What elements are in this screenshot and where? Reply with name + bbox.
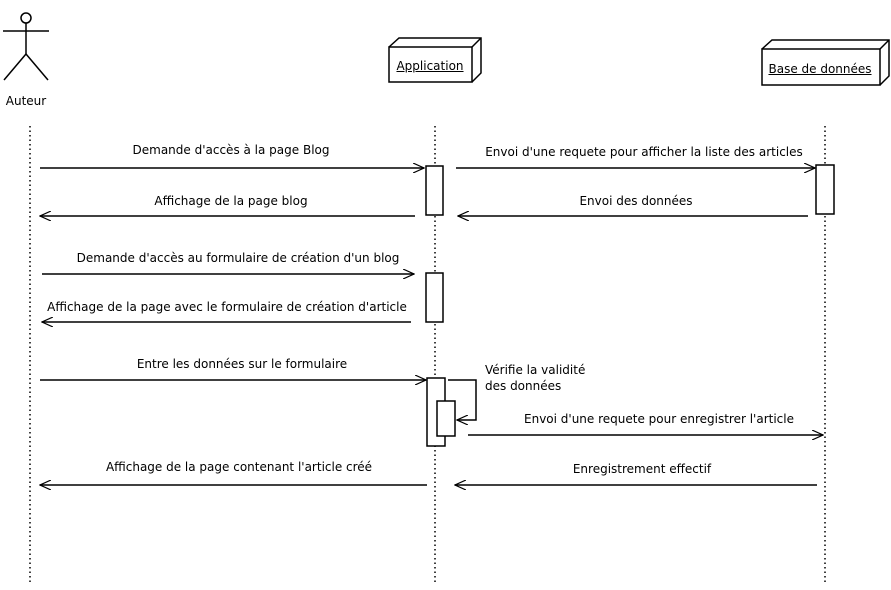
self-call-label-line2: des données [485, 379, 562, 393]
actor-label: Auteur [5, 94, 47, 108]
actor-figure [3, 12, 49, 81]
message-label-3: Envoi des données [579, 194, 693, 208]
app-activation-2 [425, 272, 444, 323]
message-label-9: Envoi d'une requete pour enregistrer l'a… [524, 412, 794, 426]
message-label-6: Affichage de la page avec le formulaire … [47, 300, 407, 314]
message-label-7: Entre les données sur le formulaire [136, 357, 348, 371]
self-call-arrow [448, 379, 477, 420]
message-label-5: Demande d'accès au formulaire de créatio… [76, 251, 400, 265]
db-activation-1 [815, 164, 835, 215]
message-label-1: Demande d'accès à la page Blog [132, 143, 330, 157]
application-label: Application [396, 59, 464, 73]
message-label-11: Affichage de la page contenant l'article… [105, 460, 373, 474]
app-activation-self [436, 400, 456, 437]
self-call-label-line1: Vérifie la validité [485, 363, 586, 377]
database-label: Base de données [768, 62, 872, 76]
message-label-4: Affichage de la page blog [154, 194, 308, 208]
message-label-2: Envoi d'une requete pour afficher la lis… [485, 145, 803, 159]
app-activation-1 [425, 165, 444, 216]
application-object-box [388, 37, 482, 83]
database-object-box [761, 39, 890, 86]
message-label-10: Enregistrement effectif [572, 462, 712, 476]
